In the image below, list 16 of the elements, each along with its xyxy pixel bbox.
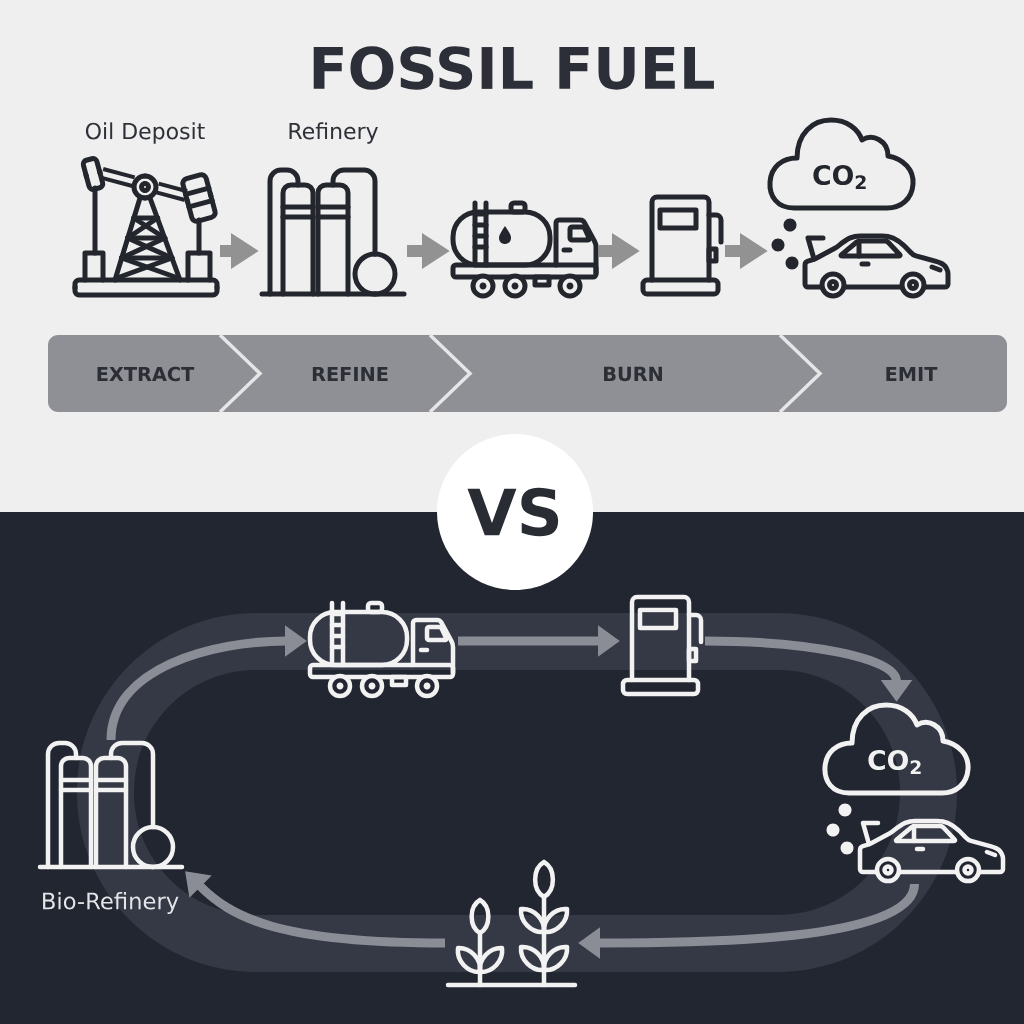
icon-label: Oil Deposit [85, 122, 205, 144]
fuel-pump-icon [640, 194, 724, 297]
tanker-truck-icon [450, 200, 599, 299]
node-label: BURN [604, 366, 662, 382]
node-label: EXTRACT [97, 366, 195, 382]
arrow [185, 871, 446, 948]
icon-label: Refinery [289, 122, 378, 144]
chevron-step: REFINE [220, 333, 473, 414]
fuel-pump-icon [620, 594, 704, 697]
tanker-truck-icon [307, 600, 456, 699]
icon-label: Bio-Refinery [43, 892, 179, 914]
chevron-step: BURN [430, 333, 823, 414]
chevron-step: EXTRACT [48, 333, 263, 414]
seedlings-icon [445, 859, 578, 988]
title: FOSSIL FUEL [313, 46, 714, 90]
node-label: REFINE [312, 366, 388, 382]
